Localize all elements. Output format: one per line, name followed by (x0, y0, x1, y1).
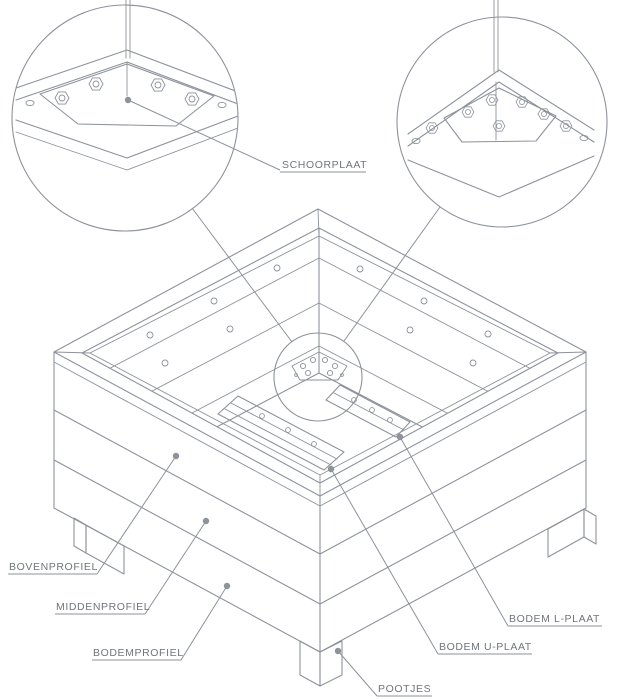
bottom-l-plate (325, 384, 411, 438)
magnifier-circle-small (273, 332, 363, 422)
bottom-u-plate (217, 395, 345, 471)
corner-brace-plate (291, 351, 348, 381)
brace-plate (39, 63, 215, 127)
foot-left (73, 517, 125, 575)
screw-hole (411, 137, 421, 145)
foot-front (299, 640, 343, 687)
leader-line (96, 455, 177, 575)
hex-bolt-icon (184, 92, 200, 106)
callout-pootjes: POOTJES (334, 647, 432, 697)
right-face-planks (319, 361, 587, 605)
label-pootjes: POOTJES (378, 683, 431, 695)
leader-line (127, 99, 281, 171)
callout-bodemprofiel: BODEMPROFIEL (92, 582, 231, 661)
leader-line (144, 520, 207, 615)
rim-inner-edge (81, 227, 559, 484)
hex-bolt-icon (425, 122, 439, 134)
leader-line (330, 468, 439, 655)
wall-screws (146, 264, 492, 367)
left-face-planks (53, 361, 321, 605)
leader-line (337, 650, 378, 697)
screw-hole (579, 134, 589, 142)
callout-bodem-l-plaat: BODEM L-PLAAT (396, 433, 602, 627)
callout-bodem-u-plaat: BODEM U-PLAAT (327, 465, 532, 655)
callout-middenprofiel: MIDDENPROFIEL (55, 517, 210, 615)
brace-plate (443, 87, 557, 143)
hex-bolt-icon (492, 120, 506, 132)
leader-line (399, 436, 509, 627)
wall-bottom-edge (407, 155, 595, 198)
floor-edge-right (318, 372, 558, 483)
hex-bolt-icon (54, 91, 70, 105)
hex-bolt-icon (461, 106, 475, 118)
screw-hole (25, 99, 35, 107)
hex-bolt-icon (515, 96, 529, 108)
label-bodem-l-plaat: BODEM L-PLAAT (509, 613, 600, 625)
bottom-edge-right-face (319, 507, 587, 653)
wall-bottom-edge (15, 115, 238, 159)
magnifier-connector-right (343, 206, 441, 342)
foot-right (547, 508, 597, 558)
wall-top-edge (407, 69, 595, 135)
magnifier-circle-left (11, 4, 239, 232)
label-middenprofiel: MIDDENPROFIEL (56, 601, 150, 613)
callout-schoorplaat: SCHOORPLAAT (124, 96, 367, 173)
left-detail-content (15, 49, 238, 171)
wall-top-edge (15, 49, 238, 93)
miter-joint (53, 351, 91, 354)
wall-bottom-edge-inner (15, 127, 238, 171)
screw-hole (217, 101, 227, 109)
label-schoorplaat: SCHOORPLAAT (282, 159, 367, 171)
floor-edge-left (82, 372, 320, 483)
right-detail-content (407, 69, 595, 198)
magnifier-circle-right (396, 16, 608, 228)
miter-joint (549, 351, 587, 354)
hex-bolt-icon (559, 120, 573, 132)
hex-bolt-icon (88, 77, 104, 91)
callout-bovenprofiel: BOVENPROFIEL (8, 452, 180, 575)
detail-circle-left-bracket (11, 0, 239, 232)
box-interior (82, 228, 558, 483)
label-bodemprofiel: BODEMPROFIEL (93, 647, 184, 659)
leader-line (180, 585, 228, 661)
label-bovenprofiel: BOVENPROFIEL (9, 561, 98, 573)
label-bodem-u-plaat: BODEM U-PLAAT (439, 641, 532, 653)
hex-bolt-icon (150, 78, 166, 92)
magnifier-connector-left (191, 207, 293, 343)
detail-circle-right-bracket (396, 0, 608, 228)
